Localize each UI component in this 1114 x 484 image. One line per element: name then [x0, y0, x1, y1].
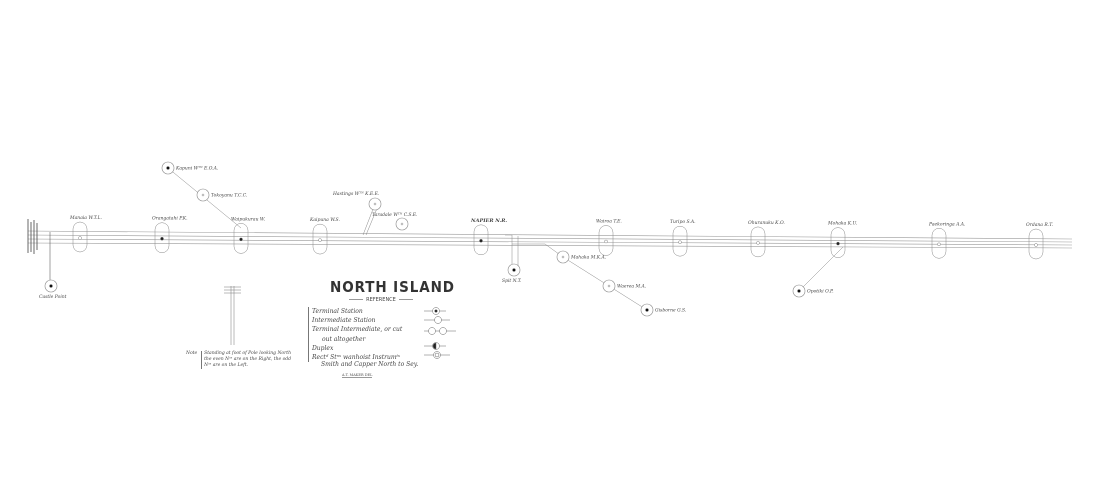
- branch-station: [368, 197, 382, 211]
- branch-station-label: Gisborne G.S.: [655, 308, 687, 314]
- map-title: NORTH ISLAND: [330, 278, 455, 296]
- branch-station-label: Opotiki O.P.: [807, 289, 834, 295]
- note-text: Standing at foot of Pole looking North t…: [201, 351, 292, 369]
- station-oval: [750, 226, 766, 258]
- branch-station-label: Spit N.T.: [502, 278, 522, 284]
- station-oval: [1028, 228, 1044, 260]
- legend: Terminal Station Intermediate Station Te…: [308, 307, 403, 363]
- station-oval: [154, 222, 170, 253]
- branch-station: [640, 303, 654, 317]
- station-oval: [473, 224, 489, 256]
- station-label: Ordana R.T.: [1026, 222, 1054, 228]
- branch-station-label: Waerea M.A.: [617, 284, 647, 290]
- reference-heading: REFERENCE: [344, 297, 418, 303]
- station-label: NAPIER N.R.: [470, 218, 507, 224]
- station-ovals: [72, 221, 1044, 260]
- station-oval: [672, 225, 688, 257]
- branch-station: [507, 263, 521, 277]
- branch-station-label: Kapuni Wᵀᴺ E.O.A.: [175, 166, 219, 172]
- station-label: Kaipuna W.S.: [309, 217, 340, 223]
- branch-station-circles: [44, 161, 806, 317]
- branch-lines: [167, 167, 844, 311]
- branch-station: [196, 188, 210, 202]
- station-oval: [233, 223, 249, 254]
- legend-item: Intermediate Station: [312, 317, 376, 325]
- station-label: Mohaka K.U.: [827, 221, 858, 227]
- pole-note: Note Standing at foot of Pole looking No…: [186, 351, 292, 369]
- station-label: Paekoringa A.A.: [928, 221, 966, 227]
- left-terminal-block: [27, 219, 51, 283]
- station-label: Manaia W.T.L.: [69, 215, 102, 221]
- imprint: A.T. MAKER DEL: [342, 373, 373, 378]
- branch-station: [792, 284, 806, 298]
- branch-station: [395, 217, 409, 231]
- station-label: Turipo S.A.: [670, 219, 696, 225]
- branch-station-label: Taradale Wᵀᴺ C.S.E.: [372, 212, 418, 218]
- station-oval: [830, 227, 846, 258]
- station-oval: [312, 223, 328, 255]
- branch-station-label: Castle Point: [39, 294, 67, 300]
- station-label: Orangatahi P.K.: [152, 216, 188, 222]
- station-oval: [931, 228, 947, 259]
- branch-station-label: Hastings Wᵀᴺ K.E.E.: [332, 191, 380, 197]
- legend-item: Terminal Intermediate, or cut: [312, 326, 403, 334]
- branch-station: [602, 279, 616, 293]
- legend-item: Terminal Station: [312, 308, 363, 315]
- legend-item: Duplex: [312, 344, 334, 352]
- branch-station: [556, 250, 570, 264]
- main-wires: [27, 230, 1073, 249]
- branch-station: [161, 161, 175, 175]
- station-label: Waipukurau W.: [231, 216, 266, 222]
- legend-item: Rectᵈ Stⁿˢ wanhoist Instrumᵗˢ: [312, 353, 401, 361]
- legend-symbols: [424, 307, 456, 359]
- branch-station: [44, 279, 58, 293]
- pole-drawing: [224, 286, 241, 345]
- note-label: Note: [186, 351, 198, 356]
- branch-station-label: Tokoyanu T.C.C.: [211, 193, 248, 199]
- branch-station-label: Mahaka M.K.A.: [570, 255, 607, 261]
- maker-credit: Smith and Capper North to Sey.: [321, 361, 419, 368]
- station-label: Ohuranuku K.O.: [748, 220, 785, 226]
- station-label: Wairoa T.E.: [596, 219, 622, 225]
- station-oval: [598, 225, 614, 256]
- station-oval: [72, 221, 88, 253]
- legend-item: out altogether: [322, 335, 366, 343]
